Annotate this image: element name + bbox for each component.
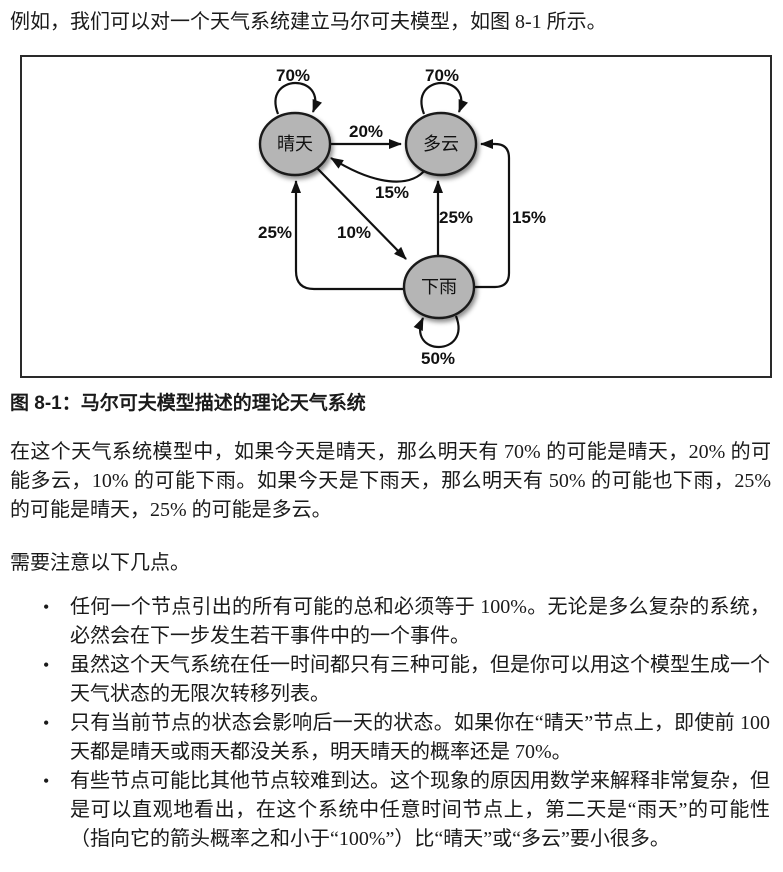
node-labels: 晴天 多云 下雨 (277, 134, 459, 297)
edge-sunny-self (274, 82, 322, 115)
node-cloudy (404, 111, 478, 177)
figure-8-1: 晴天 多云 下雨 70% 70% 20% 15% 25% 10% 25% 15%… (20, 55, 772, 378)
edge-label-rainy-to-cloudy-right: 15% (512, 208, 546, 227)
bullet-text: 只有当前节点的状态会影响后一天的状态。如果你在“晴天”节点上，即使前 100 天… (70, 712, 770, 763)
edge-label-rainy-self: 50% (421, 349, 455, 368)
note-lead-paragraph: 需要注意以下几点。 (10, 552, 190, 574)
node-label-rainy: 下雨 (421, 277, 457, 297)
edge-label-rainy-to-cloudy: 25% (439, 208, 473, 227)
node-label-sunny: 晴天 (277, 134, 313, 154)
diagram-nodes (258, 111, 478, 320)
intro-paragraph: 例如，我们可以对一个天气系统建立马尔可夫模型，如图 8-1 所示。 (10, 11, 607, 33)
body-paragraph: 在这个天气系统模型中，如果今天是晴天，那么明天有 70% 的可能是晴天，20% … (10, 441, 771, 521)
edge-rainy-self (413, 315, 460, 348)
list-item: • 有些节点可能比其他节点较难到达。这个现象的原因用数学来解释非常复杂，但是可以… (43, 767, 770, 854)
bullet-text: 虽然这个天气系统在任一时间都只有三种可能，但是你可以用这个模型生成一个天气状态的… (70, 654, 770, 705)
edge-label-cloudy-to-sunny: 15% (375, 183, 409, 202)
list-item: • 任何一个节点引出的所有可能的总和必须等于 100%。无论是多么复杂的系统，必… (43, 593, 770, 651)
list-item: • 只有当前节点的状态会影响后一天的状态。如果你在“晴天”节点上，即使前 100… (43, 709, 770, 767)
bullet-icon: • (43, 771, 50, 791)
bullet-icon: • (43, 597, 50, 617)
edge-label-sunny-self: 70% (276, 66, 310, 85)
bullet-list: • 任何一个节点引出的所有可能的总和必须等于 100%。无论是多么复杂的系统，必… (0, 593, 770, 854)
edge-cloudy-self (420, 82, 468, 115)
edge-sunny-to-rainy (316, 167, 407, 260)
edge-cloudy-to-sunny (330, 157, 427, 183)
node-label-cloudy: 多云 (423, 134, 459, 154)
node-sunny (258, 111, 332, 177)
edge-label-rainy-to-sunny: 25% (258, 223, 292, 242)
bullet-icon: • (43, 655, 50, 675)
edge-label-sunny-to-cloudy: 20% (349, 122, 383, 141)
list-item: • 虽然这个天气系统在任一时间都只有三种可能，但是你可以用这个模型生成一个天气状… (43, 651, 770, 709)
edge-rainy-to-cloudy-right (474, 139, 511, 289)
edge-label-sunny-to-rainy: 10% (337, 223, 371, 242)
diagram-edges (274, 82, 511, 348)
figure-caption: 图 8-1：马尔可夫模型描述的理论天气系统 (10, 393, 366, 414)
edge-label-cloudy-self: 70% (425, 66, 459, 85)
markov-weather-diagram: 晴天 多云 下雨 70% 70% 20% 15% 25% 10% 25% 15%… (258, 66, 546, 368)
edge-labels: 70% 70% 20% 15% 25% 10% 25% 15% 50% (258, 66, 546, 368)
node-rainy (402, 254, 476, 320)
bullet-text: 任何一个节点引出的所有可能的总和必须等于 100%。无论是多么复杂的系统，必然会… (70, 596, 770, 647)
edge-rainy-to-sunny (291, 180, 404, 291)
bullet-icon: • (43, 713, 50, 733)
bullet-text: 有些节点可能比其他节点较难到达。这个现象的原因用数学来解释非常复杂，但是可以直观… (70, 770, 770, 850)
